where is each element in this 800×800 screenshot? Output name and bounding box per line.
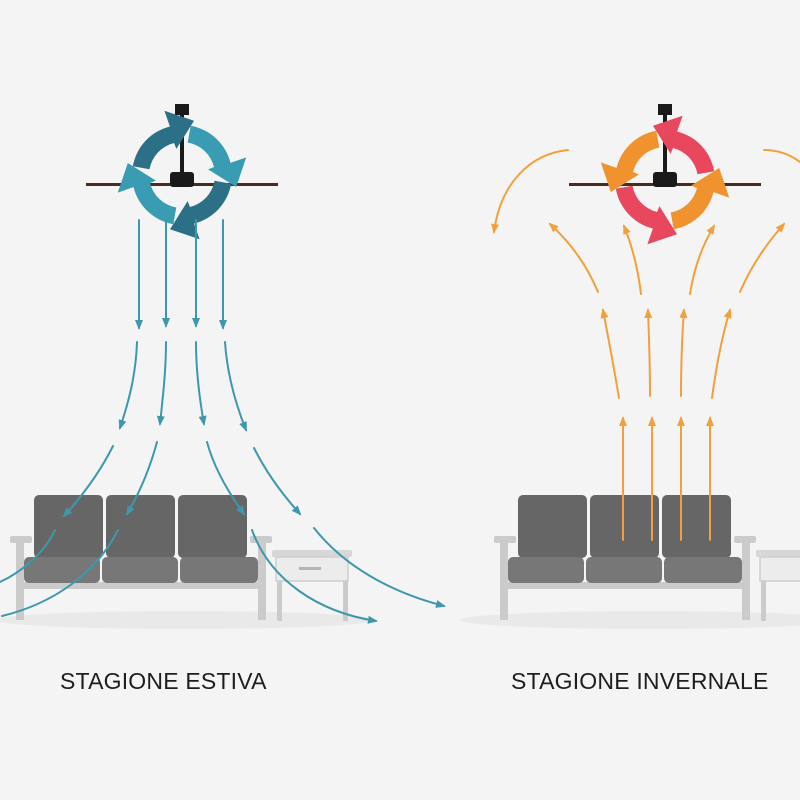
sofa-seat-cushion xyxy=(102,557,178,583)
airflow-arrow xyxy=(206,441,246,516)
airflow-arrow xyxy=(251,529,378,624)
rotation-arrow-segment xyxy=(187,125,247,187)
side-table-icon xyxy=(756,550,800,621)
rotation-arrow-segment xyxy=(170,180,232,240)
sofa-seat-cushion xyxy=(586,557,662,583)
airflow-arrow xyxy=(711,308,732,399)
rotation-arrow-segment xyxy=(132,110,194,170)
rotation-arrow-segment xyxy=(653,115,715,175)
sofa-back-cushion xyxy=(590,495,659,558)
side-table-top xyxy=(756,550,800,557)
airflow-arrow xyxy=(125,441,158,516)
summer-panel xyxy=(0,104,446,629)
sofa-frame-post xyxy=(258,540,266,620)
airflow-arrow xyxy=(253,447,302,516)
airflow-arrow xyxy=(156,341,167,426)
fan-downrod xyxy=(663,115,667,175)
sofa-seat-cushion xyxy=(180,557,258,583)
airflow-arrow xyxy=(679,308,688,397)
airflow-arrow xyxy=(763,149,800,163)
fan-ceiling-mount xyxy=(658,104,672,115)
fan-motor xyxy=(653,172,677,187)
ceiling-fan-icon xyxy=(569,104,761,187)
sofa-seat-cushion xyxy=(508,557,584,583)
airflow-arrow xyxy=(0,529,56,583)
rotation-arrow-segment xyxy=(117,163,177,225)
airflow-arrow xyxy=(623,224,642,295)
sofa-back-cushion xyxy=(662,495,731,558)
sofa-icon xyxy=(10,495,272,620)
side-table-leg xyxy=(761,581,766,621)
sofa-armrest xyxy=(494,536,516,543)
summer-season-label: STAGIONE ESTIVA xyxy=(60,668,267,694)
airflow-arrow xyxy=(689,224,716,295)
sofa-back-cushion xyxy=(34,495,103,558)
airflow-arrow xyxy=(195,341,207,426)
sofa-base-rail xyxy=(500,582,750,589)
sofa-armrest xyxy=(250,536,272,543)
airflow-arrow xyxy=(118,341,138,430)
airflow-arrow xyxy=(313,527,446,608)
sofa-icon xyxy=(494,495,756,620)
floor-shadow xyxy=(0,611,375,629)
side-table-icon xyxy=(272,550,352,621)
sofa-back-cushion xyxy=(106,495,175,558)
airflow-arrows-icon xyxy=(491,149,800,541)
sofa-frame-post xyxy=(742,540,750,620)
side-table-leg xyxy=(343,581,348,621)
winter-season-label: STAGIONE INVERNALE xyxy=(511,668,769,694)
sofa-back-cushion xyxy=(178,495,247,558)
ceiling-fan-icon xyxy=(86,104,278,187)
fan-downrod xyxy=(180,115,184,175)
airflow-arrows-icon xyxy=(0,219,446,624)
sofa-back-cushion xyxy=(518,495,587,558)
airflow-arrow xyxy=(548,222,599,293)
rotation-arrow-segment xyxy=(670,168,730,230)
rotation-arrows-icon xyxy=(117,110,247,240)
fan-motor xyxy=(170,172,194,187)
side-table-top xyxy=(272,550,352,557)
airflow-arrow xyxy=(644,308,653,397)
winter-panel xyxy=(460,104,800,629)
sofa-frame-post xyxy=(500,540,508,620)
airflow-arrow xyxy=(224,341,247,432)
airflow-arrow xyxy=(600,308,620,399)
sofa-armrest xyxy=(10,536,32,543)
airflow-arrow xyxy=(1,529,119,617)
rotation-arrow-segment xyxy=(615,185,677,245)
side-table-drawer xyxy=(275,556,349,582)
airflow-arrow xyxy=(739,222,786,293)
sofa-base-rail xyxy=(16,582,266,589)
floor-shadow xyxy=(460,611,800,629)
airflow-arrow xyxy=(491,149,569,234)
rotation-arrows-icon xyxy=(600,115,730,245)
side-table-drawer xyxy=(759,556,800,582)
rotation-arrow-segment xyxy=(600,130,660,192)
sofa-frame-post xyxy=(16,540,24,620)
sofa-armrest xyxy=(734,536,756,543)
side-table-leg xyxy=(277,581,282,621)
sofa-seat-cushion xyxy=(664,557,742,583)
fan-ceiling-mount xyxy=(175,104,189,115)
airflow-arrow xyxy=(62,445,114,518)
side-table-handle xyxy=(299,567,321,570)
